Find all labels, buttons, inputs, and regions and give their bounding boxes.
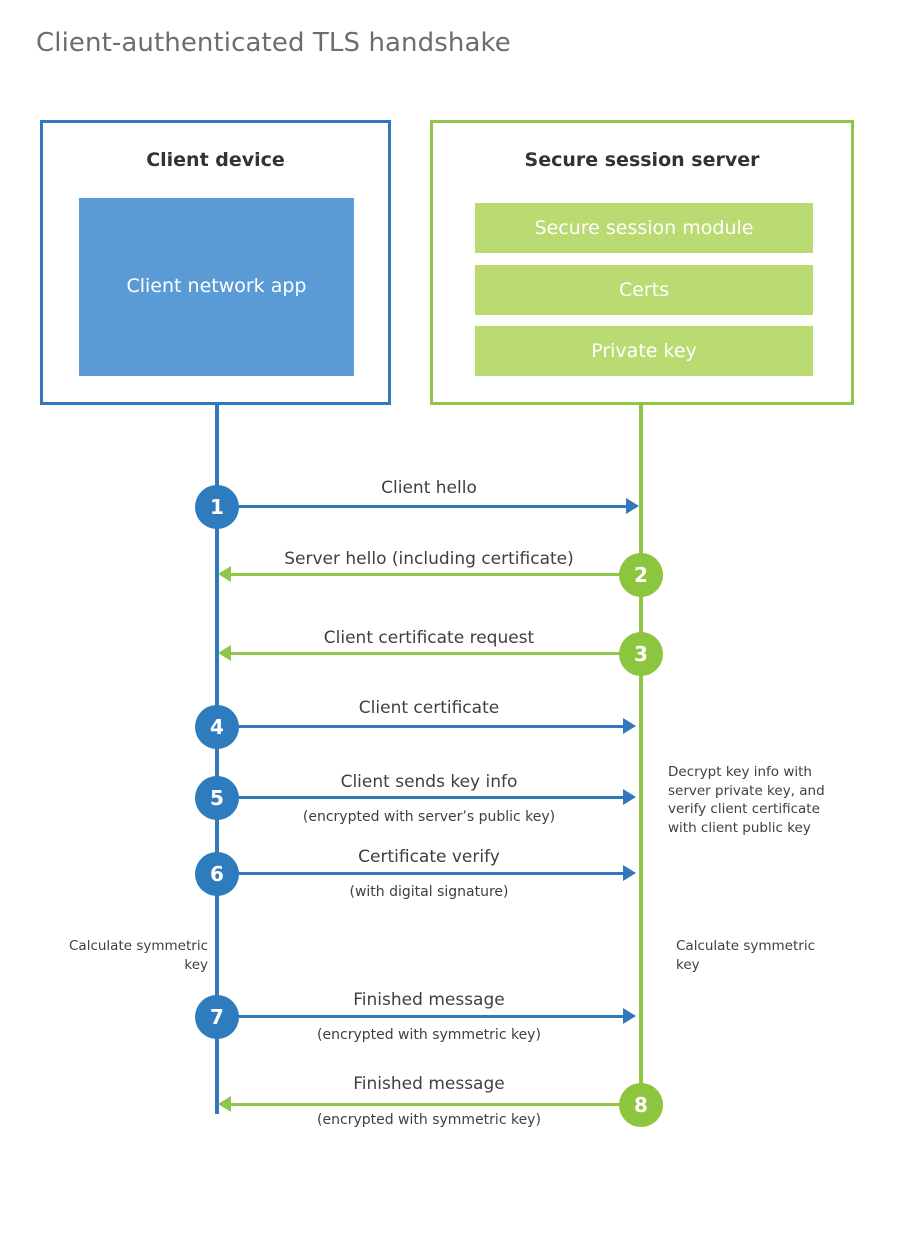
step-8-arrow-line <box>231 1103 626 1106</box>
step-1-arrow-line <box>231 505 626 508</box>
step-6-sublabel: (with digital signature) <box>349 884 509 900</box>
step-badge-7[interactable]: 7 <box>195 995 239 1039</box>
step-7-arrow-head-icon <box>623 1008 636 1024</box>
step-3-label: Client certificate request <box>323 628 535 648</box>
client-lifeline <box>215 405 219 1114</box>
client-device-title: Client device <box>146 149 285 171</box>
step-8-arrow-head-icon <box>218 1096 231 1112</box>
step-5-sublabel: (encrypted with server’s public key) <box>302 809 556 825</box>
step-5-arrow-line <box>231 796 623 799</box>
step-1-label: Client hello <box>381 478 477 498</box>
step-5-arrow-head-icon <box>623 789 636 805</box>
step-badge-4[interactable]: 4 <box>195 705 239 749</box>
step-1-arrow-head-icon <box>626 498 639 514</box>
note-decrypt-key-info: Decrypt key info with server private key… <box>668 764 825 836</box>
secure-session-server-box: Secure session server Secure session mod… <box>430 120 854 405</box>
step-3-arrow-head-icon <box>218 645 231 661</box>
step-6-arrow-head-icon <box>623 865 636 881</box>
client-device-box: Client device Client network app <box>40 120 391 405</box>
note-calculate-symmetric-key-client: Calculate symmetric key <box>69 938 208 973</box>
step-7-label: Finished message <box>353 990 505 1010</box>
step-8-sublabel: (encrypted with symmetric key) <box>317 1112 541 1128</box>
client-network-app-block: Client network app <box>79 198 354 376</box>
step-7-arrow-line <box>231 1015 623 1018</box>
server-block-private-key: Private key <box>475 326 813 376</box>
step-badge-5[interactable]: 5 <box>195 776 239 820</box>
step-2-arrow-line <box>231 573 626 576</box>
step-badge-6[interactable]: 6 <box>195 852 239 896</box>
step-badge-3[interactable]: 3 <box>619 632 663 676</box>
step-3-arrow-line <box>231 652 626 655</box>
step-badge-2[interactable]: 2 <box>619 553 663 597</box>
step-badge-8[interactable]: 8 <box>619 1083 663 1127</box>
server-block-secure-session-module: Secure session module <box>475 203 813 253</box>
server-lifeline <box>639 405 643 1105</box>
step-6-arrow-line <box>231 872 623 875</box>
server-block-certs: Certs <box>475 265 813 315</box>
step-2-arrow-head-icon <box>218 566 231 582</box>
note-calculate-symmetric-key-server: Calculate symmetric key <box>676 938 815 973</box>
step-4-arrow-head-icon <box>623 718 636 734</box>
step-6-label: Certificate verify <box>358 847 500 867</box>
page-title: Client-authenticated TLS handshake <box>36 28 511 58</box>
secure-session-server-title: Secure session server <box>524 149 760 171</box>
step-badge-1[interactable]: 1 <box>195 485 239 529</box>
step-4-label: Client certificate <box>358 698 500 718</box>
step-4-arrow-line <box>231 725 623 728</box>
step-7-sublabel: (encrypted with symmetric key) <box>317 1027 541 1043</box>
step-5-label: Client sends key info <box>340 772 518 792</box>
step-8-label: Finished message <box>353 1074 505 1094</box>
step-2-label: Server hello (including certificate) <box>284 549 574 569</box>
